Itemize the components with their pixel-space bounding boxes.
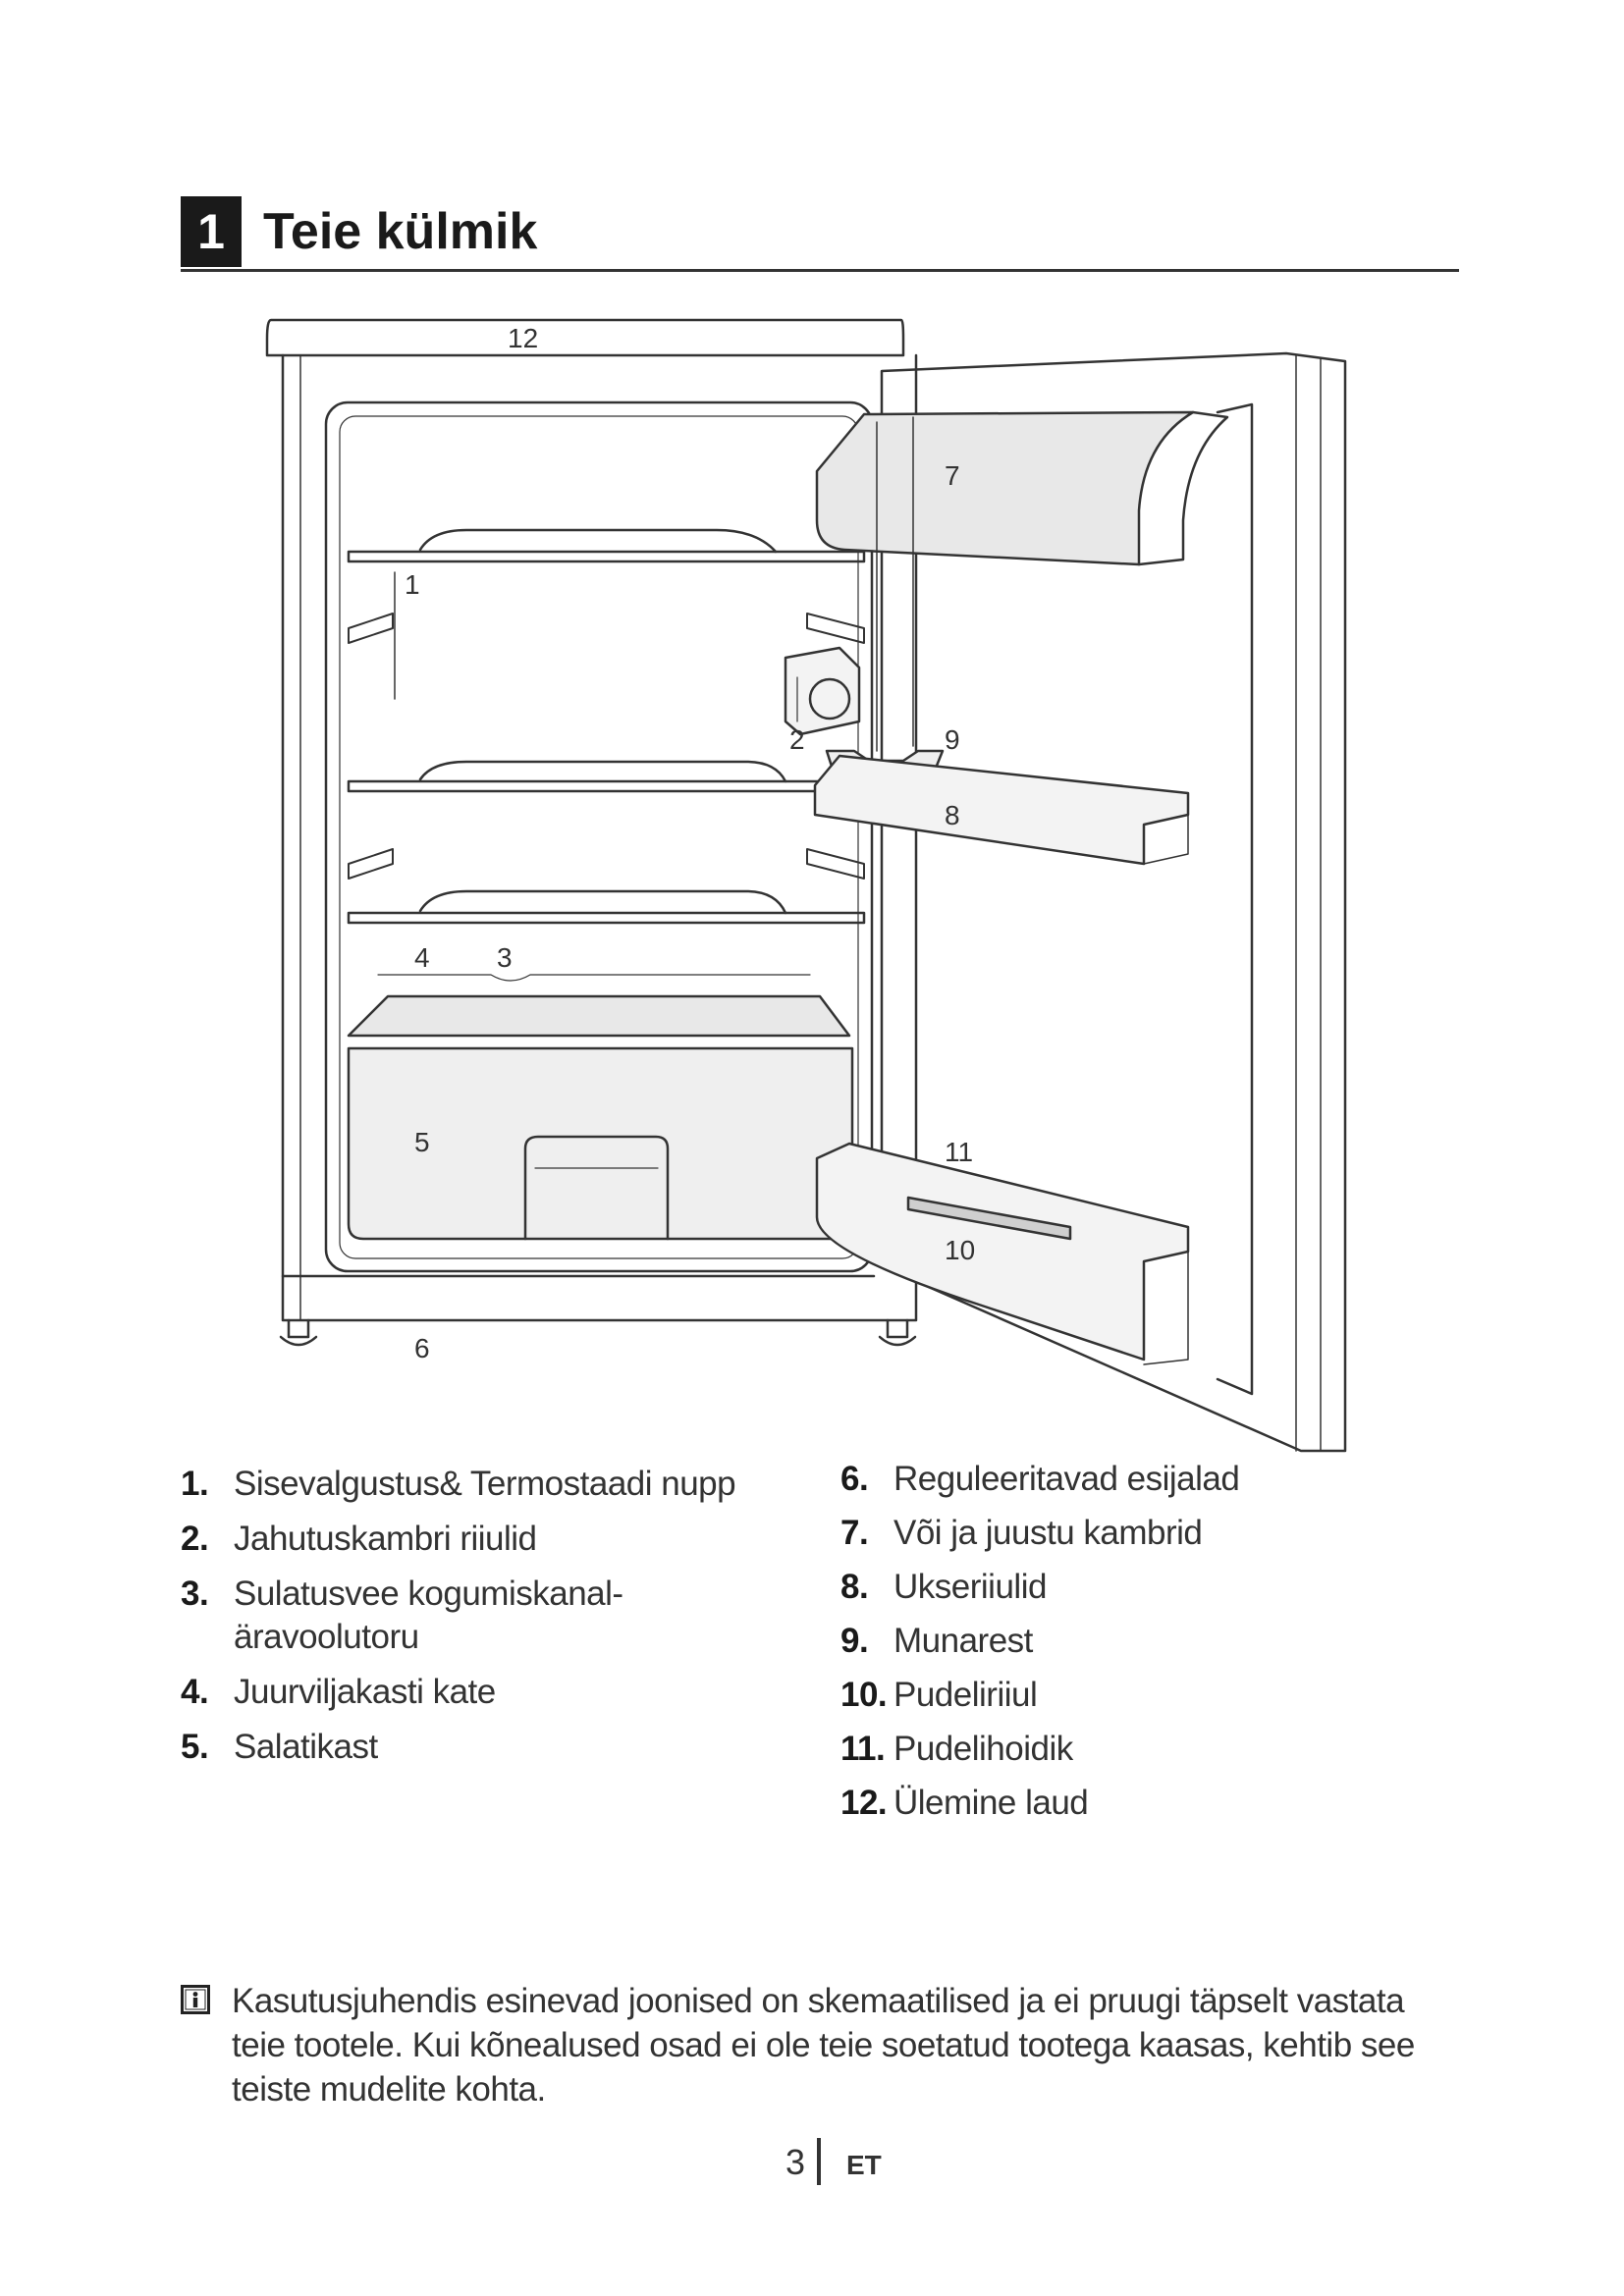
legend-item-number: 2. bbox=[181, 1520, 209, 1558]
legend-item: 12.Ülemine laud bbox=[840, 1782, 1469, 1825]
legend-item: 11.Pudelihoidik bbox=[840, 1728, 1469, 1771]
callout-crisper: 5 bbox=[414, 1127, 430, 1157]
legend-item: 6. Reguleeritavad esijalad bbox=[840, 1458, 1469, 1501]
callout-defrost-channel: 3 bbox=[497, 942, 513, 973]
legend-right: 6. Reguleeritavad esijalad 7. Või ja juust… bbox=[840, 1458, 1469, 1836]
callout-light-thermostat: 1 bbox=[405, 569, 420, 600]
section-header: 1 Teie külmik bbox=[181, 196, 1459, 272]
legend-item-text: Jahutuskambri riiulid bbox=[234, 1520, 537, 1558]
callout-crisper-cover: 4 bbox=[414, 942, 430, 973]
footer-divider bbox=[817, 2138, 821, 2185]
legend-item-number: 9. bbox=[840, 1622, 869, 1660]
legend-item-number: 7. bbox=[840, 1514, 869, 1552]
legend-item-number: 8. bbox=[840, 1568, 869, 1606]
legend-item: 2. Jahutuskambri riiulid bbox=[181, 1518, 770, 1561]
page-footer: 3 ET bbox=[776, 2138, 972, 2187]
legend-item-text: Sulatusvee kogumiskanal-äravoolutoru bbox=[234, 1575, 623, 1656]
callout-top-table: 12 bbox=[508, 323, 538, 353]
legend-item-number: 6. bbox=[840, 1460, 869, 1498]
crisper-handle bbox=[523, 1135, 670, 1241]
legend-item: 3. Sulatusvee kogumiskanal-äravoolutoru bbox=[181, 1573, 695, 1659]
legend-item: 8. Ukseriiulid bbox=[840, 1566, 1469, 1609]
front-foot-right bbox=[878, 1318, 917, 1347]
legend-item-text: Munarest bbox=[893, 1622, 1033, 1660]
legend-item: 4. Juurviljakasti kate bbox=[181, 1671, 770, 1714]
legend-item-text: Reguleeritavad esijalad bbox=[893, 1460, 1240, 1498]
legend-left: 1. Sisevalgustus& Termostaadi nupp 2. Jahu… bbox=[181, 1463, 770, 1781]
crisper-drawer bbox=[347, 1046, 854, 1241]
language-code: ET bbox=[846, 2150, 882, 2180]
legend-item-number: 11. bbox=[840, 1730, 886, 1768]
shelf-top bbox=[347, 528, 866, 563]
callout-dairy-compartment: 7 bbox=[945, 460, 960, 491]
legend-item: 1. Sisevalgustus& Termostaadi nupp bbox=[181, 1463, 770, 1506]
legend-item: 7. Või ja juustu kambrid bbox=[840, 1512, 1469, 1555]
section-number: 1 bbox=[181, 196, 242, 267]
legend-item-number: 12. bbox=[840, 1784, 888, 1822]
legend-item-text: Sisevalgustus& Termostaadi nupp bbox=[234, 1465, 736, 1503]
legend-item: 5. Salatikast bbox=[181, 1726, 770, 1769]
page-number: 3 bbox=[785, 2142, 806, 2182]
note-text: Kasutusjuhendis esinevad joonised on ske… bbox=[232, 1982, 1415, 2109]
bottle-shelf bbox=[815, 1142, 1190, 1362]
legend-item-number: 3. bbox=[181, 1575, 209, 1613]
callout-egg-tray: 9 bbox=[945, 724, 960, 755]
shelf-middle bbox=[347, 760, 866, 793]
callout-bottle-shelf: 10 bbox=[945, 1235, 975, 1265]
legend-item-number: 10. bbox=[840, 1676, 888, 1714]
door-shelf bbox=[813, 754, 1190, 866]
legend-item-text: Ukseriiulid bbox=[893, 1568, 1047, 1606]
crisper-cover bbox=[347, 994, 851, 1038]
shelf-bottom bbox=[347, 889, 866, 925]
callout-bottle-holder: 11 bbox=[945, 1137, 973, 1167]
legend-item: 10.Pudeliriiul bbox=[840, 1674, 1469, 1717]
callout-fridge-shelves: 2 bbox=[789, 724, 805, 755]
fridge-diagram: 12 7 1 2 9 8 4 3 5 11 10 6 bbox=[265, 318, 1347, 1453]
thermostat-housing bbox=[784, 646, 861, 736]
legend-item-text: Pudeliriiul bbox=[893, 1676, 1038, 1714]
legend-item-text: Juurviljakasti kate bbox=[234, 1673, 496, 1711]
legend-item-text: Pudelihoidik bbox=[893, 1730, 1073, 1768]
section-title: Teie külmik bbox=[263, 203, 538, 260]
info-icon bbox=[181, 1985, 210, 2014]
bottle-holder bbox=[906, 1196, 1072, 1241]
legend-item-number: 4. bbox=[181, 1673, 209, 1711]
legend-item: 9. Munarest bbox=[840, 1620, 1469, 1663]
callout-door-shelves: 8 bbox=[945, 800, 960, 830]
legend-item-text: Salatikast bbox=[234, 1728, 378, 1766]
top-table bbox=[265, 318, 905, 357]
cabinet-outline bbox=[281, 353, 918, 1322]
callout-front-feet: 6 bbox=[414, 1333, 430, 1363]
front-foot-left bbox=[279, 1318, 318, 1347]
inner-compartment bbox=[324, 400, 874, 1273]
legend-item-text: Või ja juustu kambrid bbox=[893, 1514, 1203, 1552]
legend-item-number: 5. bbox=[181, 1728, 209, 1766]
legend-item-text: Ülemine laud bbox=[893, 1784, 1089, 1822]
info-note: Kasutusjuhendis esinevad joonised on ske… bbox=[181, 1979, 1457, 2111]
dairy-compartment bbox=[815, 410, 1195, 566]
legend-item-number: 1. bbox=[181, 1465, 209, 1503]
